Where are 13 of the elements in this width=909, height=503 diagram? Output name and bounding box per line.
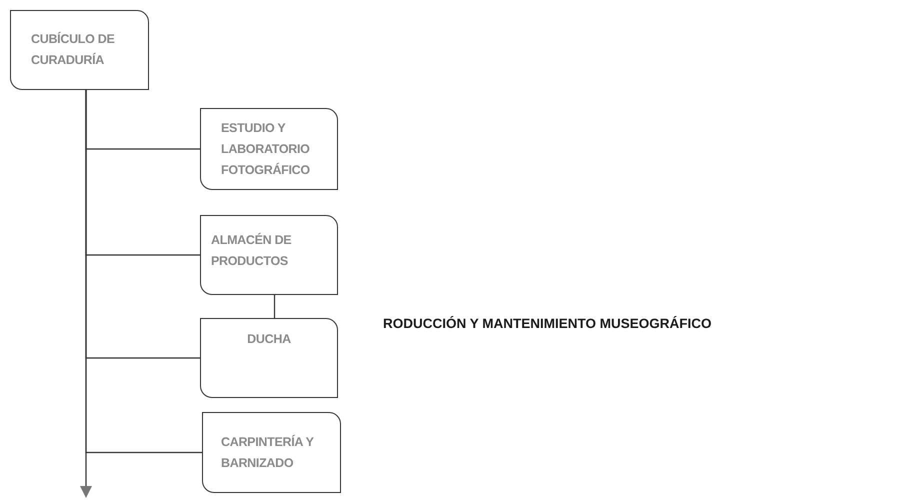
process-box: [200, 108, 338, 190]
process-box: [200, 318, 338, 398]
arrow: [80, 90, 92, 498]
process-box: [202, 412, 341, 493]
box-label: ESTUDIO Y LABORATORIO FOTOGRÁFICO: [221, 120, 311, 178]
connector-line: [274, 295, 276, 318]
process-box: [200, 215, 338, 295]
process-box: [10, 10, 149, 90]
box-label: ALMACÉN DE PRODUCTOS: [211, 232, 292, 270]
box-label: CARPINTERÍA Y BARNIZADO: [221, 434, 314, 472]
box-label: CUBÍCULO DE CURADURÍA: [31, 30, 116, 69]
box-label: DUCHA: [247, 331, 291, 348]
section-title: RODUCCIÓN Y MANTENIMIENTO MUSEOGRÁFICO: [383, 316, 712, 331]
